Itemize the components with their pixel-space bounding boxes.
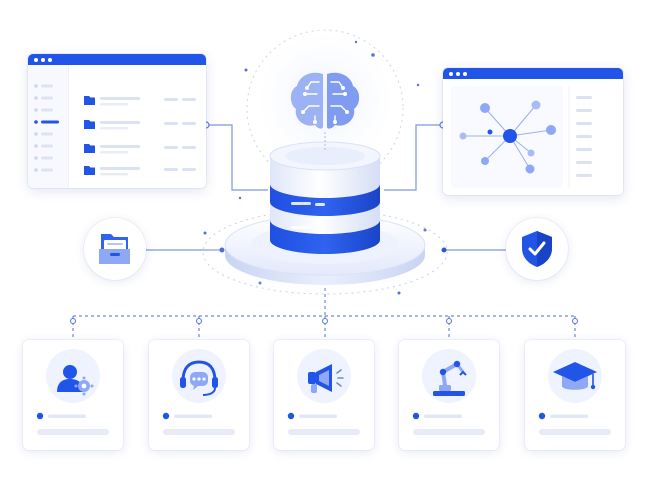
user-gear-icon xyxy=(57,365,94,396)
sidebar-item xyxy=(41,108,53,112)
file-row xyxy=(84,166,196,176)
list-item xyxy=(576,161,592,164)
status-dot xyxy=(538,412,546,420)
connector-right-window xyxy=(384,124,443,191)
support-card xyxy=(149,340,249,450)
text-placeholder xyxy=(413,429,485,435)
connector-node xyxy=(445,317,453,325)
text-placeholder xyxy=(37,429,109,435)
status-dot xyxy=(287,412,295,420)
card-content xyxy=(36,349,109,435)
sidebar-dot xyxy=(34,120,38,124)
sidebar-dot xyxy=(34,156,38,160)
sidebar-item xyxy=(41,120,59,124)
text-placeholder xyxy=(288,429,360,435)
connector-node xyxy=(69,317,77,325)
file-row xyxy=(84,144,196,154)
file-row xyxy=(84,120,196,130)
connector-node xyxy=(571,317,579,325)
connector-node xyxy=(195,317,203,325)
file-list-content xyxy=(34,84,196,176)
archive-folder-icon xyxy=(99,234,130,264)
sidebar-item xyxy=(41,96,53,100)
sidebar-dot xyxy=(34,168,38,172)
list-item xyxy=(576,174,592,177)
text-placeholder xyxy=(299,414,337,418)
sidebar-item xyxy=(41,168,53,172)
network-graph-icon xyxy=(459,100,556,174)
headset-chat-icon xyxy=(180,360,218,396)
sidebar-item xyxy=(41,84,53,88)
sidebar-dot xyxy=(34,96,38,100)
status-dot xyxy=(162,412,170,420)
text-placeholder xyxy=(48,414,86,418)
archive-node xyxy=(84,218,146,280)
user-settings-card xyxy=(23,340,123,450)
megaphone-icon xyxy=(308,364,344,393)
folder-icon xyxy=(84,96,95,105)
text-placeholder xyxy=(539,429,611,435)
card-content xyxy=(412,349,485,435)
status-dot xyxy=(36,412,44,420)
icon-halo xyxy=(422,349,476,403)
list-item xyxy=(576,148,592,151)
sidebar-item xyxy=(41,132,53,136)
text-placeholder xyxy=(550,414,588,418)
text-placeholder xyxy=(174,414,212,418)
text-placeholder xyxy=(163,429,235,435)
card-content xyxy=(538,349,611,435)
window-titlebar xyxy=(28,54,206,65)
window-titlebar xyxy=(443,68,623,79)
connector-left-window xyxy=(206,124,268,191)
education-card xyxy=(525,340,625,450)
network-graph-content xyxy=(451,86,592,188)
list-item xyxy=(576,122,592,125)
text-placeholder xyxy=(424,414,462,418)
card-content xyxy=(162,349,235,435)
sidebar-dot xyxy=(34,144,38,148)
sidebar-dot xyxy=(34,132,38,136)
file-list-window xyxy=(28,54,206,188)
folder-icon xyxy=(84,166,95,175)
shield-check-icon xyxy=(522,231,552,267)
brain-halo xyxy=(257,32,393,168)
brain-orbit-ring xyxy=(246,29,404,187)
marketing-card xyxy=(274,340,374,450)
network-graph-window xyxy=(443,68,623,195)
sidebar-item xyxy=(41,144,53,148)
sidebar-dot xyxy=(34,84,38,88)
sidebar-item xyxy=(41,156,53,160)
card-content xyxy=(287,349,360,435)
file-row xyxy=(84,96,196,106)
sidebar-dot xyxy=(34,108,38,112)
security-node xyxy=(506,218,568,280)
folder-icon xyxy=(84,120,95,129)
list-item xyxy=(576,135,592,138)
list-item xyxy=(576,109,592,112)
central-database-group xyxy=(200,72,450,296)
connector-node xyxy=(321,317,329,325)
list-item xyxy=(576,96,592,99)
automation-card xyxy=(399,340,499,450)
brain-icon xyxy=(290,72,360,129)
graduation-cap-icon xyxy=(553,362,597,390)
database-icon xyxy=(269,141,381,254)
folder-icon xyxy=(84,144,95,153)
status-dot xyxy=(412,412,420,420)
robot-arm-icon xyxy=(433,360,467,396)
